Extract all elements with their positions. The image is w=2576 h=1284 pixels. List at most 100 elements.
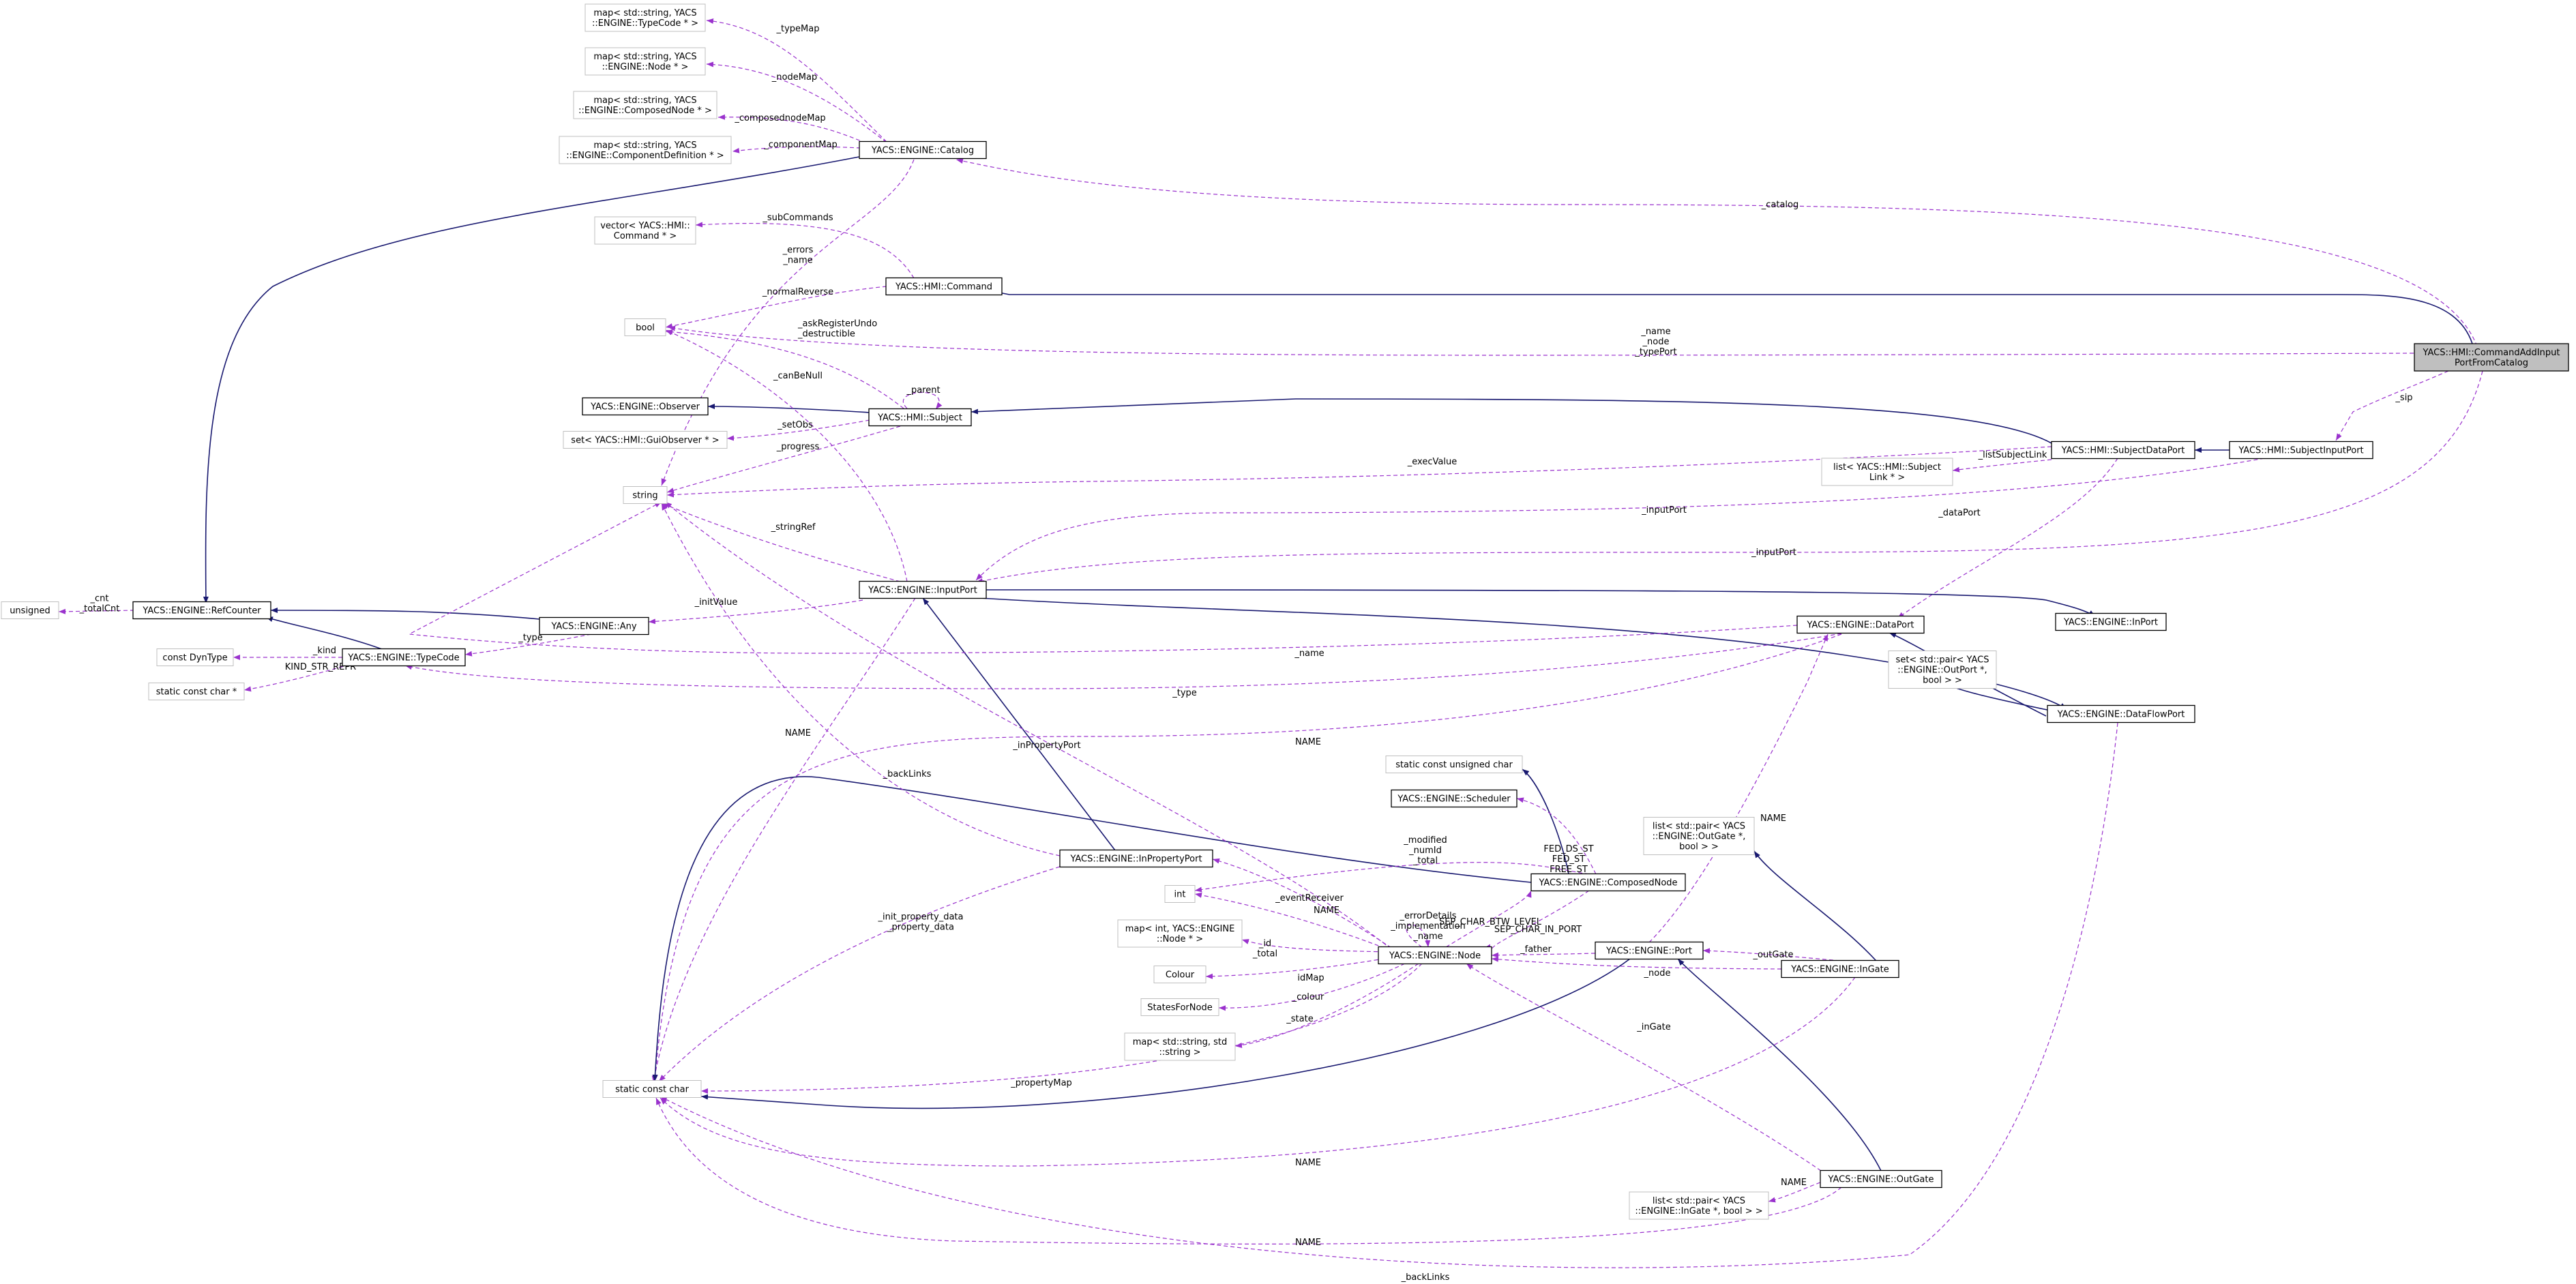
class-node-inputport[interactable]: YACS::ENGINE::InputPort: [859, 580, 987, 599]
class-node-statesfornode[interactable]: StatesForNode: [1140, 998, 1219, 1016]
edge-label: _type: [1172, 688, 1197, 698]
edge-label: _backLinks: [1401, 1272, 1450, 1283]
class-node-map-typecode[interactable]: map< std::string, YACS::ENGINE::TypeCode…: [584, 3, 706, 32]
edge-bool-to-command: [665, 286, 887, 329]
edge-static_const_char-to-inputport: [651, 597, 916, 1084]
class-node-inport[interactable]: YACS::ENGINE::InPort: [2055, 612, 2167, 631]
edge-label: _inPropertyPort: [1012, 741, 1080, 751]
class-node-list-pair-outgate[interactable]: list< std::pair< YACS::ENGINE::OutGate *…: [1643, 817, 1755, 855]
edge-typecode-to-any: [464, 633, 592, 657]
edge-ingate-to-node: [1466, 963, 1822, 1171]
class-node-dataport[interactable]: YACS::ENGINE::DataPort: [1796, 615, 1925, 634]
class-node-map-composed[interactable]: map< std::string, YACS::ENGINE::Composed…: [573, 91, 717, 119]
node-box: [559, 136, 732, 164]
class-node-subject-data-port[interactable]: YACS::HMI::SubjectDataPort: [2051, 441, 2195, 460]
class-node-node[interactable]: YACS::ENGINE::Node: [1378, 946, 1492, 965]
class-node-any[interactable]: YACS::ENGINE::Any: [539, 616, 649, 636]
node-label: map< std::string, YACS: [593, 95, 696, 106]
class-node-dataflowport[interactable]: YACS::ENGINE::DataFlowPort: [2047, 704, 2195, 723]
class-node-int[interactable]: int: [1164, 885, 1196, 903]
node-box: [1124, 1032, 1236, 1061]
edge-static_const_uchar-to-composednode: [1516, 797, 1597, 875]
edge-string-to-catalog: [661, 159, 915, 486]
class-node-subject[interactable]: YACS::HMI::Subject: [868, 408, 972, 427]
node-box: [1888, 651, 1997, 689]
class-node-colour[interactable]: Colour: [1153, 966, 1206, 983]
edge-label: _progress: [776, 442, 820, 452]
edge-string-to-dataport: [407, 501, 1798, 654]
edge-label: NAME: [1781, 1178, 1807, 1188]
node-label: static const unsigned char: [1395, 760, 1513, 771]
class-node-bool[interactable]: bool: [624, 318, 666, 336]
node-box: [1820, 1169, 1942, 1189]
class-node-static-const-char[interactable]: static const char: [602, 1080, 702, 1098]
class-node-list-subject-link[interactable]: list< YACS::HMI::SubjectLink * >: [1821, 458, 1953, 486]
node-label: Command * >: [614, 231, 677, 241]
node-box: [1643, 817, 1755, 855]
edge-label: _inGate: [1636, 1022, 1671, 1032]
edge-map_string_string-to-node: [700, 963, 1423, 1094]
class-node-static-const-uchar[interactable]: static const unsigned char: [1385, 756, 1523, 773]
node-label: YACS::HMI::CommandAddInput: [2423, 348, 2560, 358]
class-node-set-guiobs[interactable]: set< YACS::HMI::GuiObserver * >: [563, 431, 728, 449]
edge-catalog-to-cmd_add: [956, 158, 2478, 347]
node-box: [342, 648, 466, 667]
class-node-list-pair-ingate[interactable]: list< std::pair< YACS::ENGINE::InGate *,…: [1629, 1191, 1769, 1220]
class-node-ingate[interactable]: YACS::ENGINE::InGate: [1781, 959, 1899, 979]
edge-typecode-to-dataport: [404, 633, 1842, 689]
node-box: [859, 140, 987, 160]
class-node-vector-cmd[interactable]: vector< YACS::HMI::Command * >: [594, 216, 696, 245]
edge-label: _numId: [1408, 846, 1442, 856]
class-node-port[interactable]: YACS::ENGINE::Port: [1595, 941, 1704, 960]
class-node-command[interactable]: YACS::HMI::Command: [885, 277, 1003, 296]
class-node-map-component[interactable]: map< std::string, YACS::ENGINE::Componen…: [559, 136, 732, 164]
edge-label: _execValue: [1407, 457, 1457, 467]
node-box: [1164, 885, 1196, 903]
node-label: ::ENGINE::OutGate *,: [1653, 832, 1746, 842]
edge-scheduler-to-composednode: [652, 776, 1532, 1082]
class-node-catalog[interactable]: YACS::ENGINE::Catalog: [859, 140, 987, 160]
edge-int-to-node: [1194, 862, 1590, 893]
node-label: YACS::ENGINE::ComposedNode: [1538, 878, 1677, 889]
edge-inputport-to-dataflowport: [968, 597, 2067, 710]
class-node-map-int-node[interactable]: map< int, YACS::ENGINE::Node * >: [1117, 919, 1243, 948]
node-label: YACS::ENGINE::DataPort: [1806, 621, 1914, 631]
edge-label: _eventReceiver: [1275, 893, 1344, 904]
node-label: YACS::HMI::Subject: [877, 413, 962, 423]
edge-label: NAME: [1314, 906, 1339, 916]
edge-port-to-ingate: [1677, 958, 1882, 1171]
edge-label: _typePort: [1634, 347, 1676, 357]
class-node-const-dyntype[interactable]: const DynType: [156, 648, 234, 666]
edge-static_const_char-to-port: [660, 976, 1856, 1167]
node-label: set< YACS::HMI::GuiObserver * >: [571, 436, 719, 446]
class-node-string[interactable]: string: [623, 486, 668, 504]
edge-label: KIND_STR_REPR: [285, 662, 356, 672]
edge-string-to-inpropertyport: [658, 866, 1061, 1082]
node-box: [868, 408, 972, 427]
edge-colour-to-node: [1218, 963, 1406, 1011]
nodes-layer: YACS::HMI::CommandAddInputPortFromCatalo…: [1, 3, 2569, 1220]
class-node-unsigned[interactable]: unsigned: [1, 601, 59, 619]
class-node-outgate[interactable]: YACS::ENGINE::OutGate: [1820, 1169, 1942, 1189]
node-label: list< std::pair< YACS: [1653, 1196, 1745, 1206]
node-box: [2414, 343, 2569, 372]
class-node-set-pair-outport[interactable]: set< std::pair< YACS::ENGINE::OutPort *,…: [1888, 651, 1997, 689]
class-node-subject-input-port[interactable]: YACS::HMI::SubjectInputPort: [2229, 441, 2373, 460]
class-node-typecode[interactable]: YACS::ENGINE::TypeCode: [342, 648, 466, 667]
class-node-inpropertyport[interactable]: YACS::ENGINE::InPropertyPort: [1059, 849, 1213, 868]
node-box: [156, 648, 234, 666]
class-node-map-string-string[interactable]: map< std::string, std::string >: [1124, 1032, 1236, 1061]
class-node-refcounter[interactable]: YACS::ENGINE::RefCounter: [132, 601, 271, 620]
class-node-map-node[interactable]: map< std::string, YACS::ENGINE::Node * >: [584, 47, 706, 76]
edge-label: _cnt: [90, 594, 109, 604]
edge-string-to-cmd_add: [668, 325, 2414, 356]
node-box: [1595, 941, 1704, 960]
class-node-scheduler[interactable]: YACS::ENGINE::Scheduler: [1391, 789, 1518, 808]
class-node-static-const-char-ptr[interactable]: static const char *: [148, 683, 245, 700]
node-box: [1117, 919, 1243, 948]
class-node-composednode[interactable]: YACS::ENGINE::ComposedNode: [1530, 873, 1686, 892]
class-node-observer[interactable]: YACS::ENGINE::Observer: [582, 397, 709, 416]
edge-label: _name: [782, 256, 812, 266]
node-label: map< int, YACS::ENGINE: [1125, 924, 1235, 934]
class-node-cmd-add[interactable]: YACS::HMI::CommandAddInputPortFromCatalo…: [2414, 343, 2569, 372]
